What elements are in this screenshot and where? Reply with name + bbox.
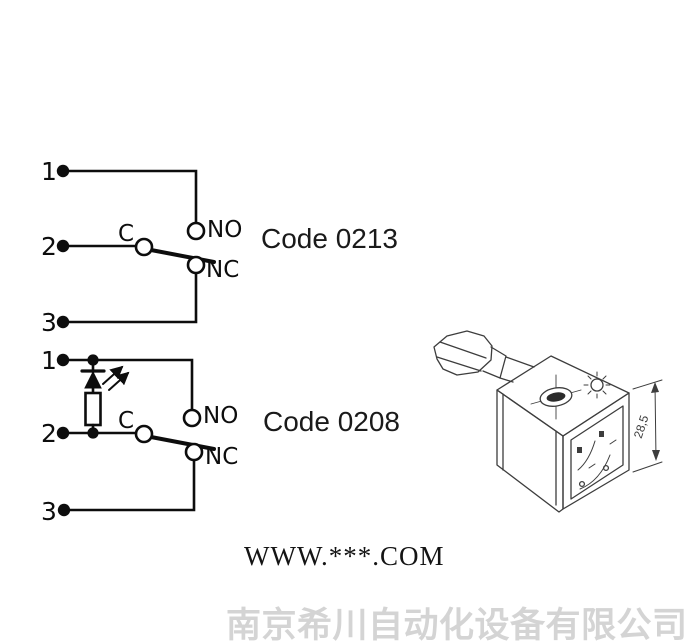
terminal3-dot [57, 503, 71, 517]
indicator-circle [590, 378, 604, 392]
no-contact-circle [182, 408, 202, 428]
indicator-rays [583, 371, 611, 399]
nc-label: NC [206, 257, 239, 283]
no-label: NO [203, 403, 238, 429]
contact-point-1 [578, 480, 586, 488]
indicator-symbol [583, 371, 611, 399]
code-0208-label: Code 0208 [263, 406, 400, 437]
c-label: C [118, 221, 134, 247]
terminal1-dot [56, 164, 70, 178]
led-light-arrow-1 [102, 365, 124, 385]
terminal-screw-2 [599, 431, 604, 437]
screw-slot [546, 392, 566, 402]
c-contact-circle [134, 237, 154, 257]
switch-blade [149, 248, 216, 264]
terminal-screw-1 [577, 447, 582, 453]
cable-gland [433, 330, 535, 383]
resistor-body [84, 391, 102, 427]
body-right-face [562, 392, 630, 510]
wire-terminal1-to-no [61, 358, 194, 412]
contact-wire-2 [577, 440, 596, 471]
connector-body [496, 355, 630, 513]
nc-label: NC [205, 444, 238, 470]
terminal3-label: 3 [41, 497, 57, 526]
contact-wire-1 [579, 454, 611, 490]
led-triangle [84, 370, 102, 389]
body-left-face [496, 389, 564, 513]
watermark-url: WWW.***.COM [244, 541, 445, 571]
led-light-arrow-2 [108, 371, 130, 391]
circuit-code-0208: 1 2 3 C NO NC [41, 346, 238, 526]
dimension-arrow-bottom [652, 450, 660, 461]
dimension-line [654, 383, 657, 460]
terminal3-label: 3 [41, 308, 57, 337]
terminal1-dot [56, 353, 70, 367]
c-contact-circle [134, 424, 154, 444]
wire-terminal1-to-no [61, 169, 198, 225]
dimension-arrow-top [651, 382, 659, 393]
contact-tick-1 [588, 463, 596, 469]
contact-tick-2 [609, 439, 617, 445]
contact-panel [570, 405, 624, 500]
panel-outline [570, 405, 624, 500]
gland-neck-top [505, 356, 535, 368]
gland-facet-2 [436, 356, 482, 372]
switch-blade [149, 435, 216, 451]
connector-drawing: 28,5 [433, 330, 663, 513]
code-0213-label: Code 0213 [261, 223, 398, 254]
terminal2-label: 2 [41, 232, 57, 261]
terminal1-label: 1 [41, 157, 57, 186]
gland-outline [433, 330, 493, 376]
extension-line-top [632, 379, 663, 390]
c-label: C [118, 408, 134, 434]
no-label: NO [207, 217, 242, 243]
circuit-code-0213: 1 2 3 C NO NC [41, 157, 242, 337]
dimension-label: 28,5 [631, 413, 652, 440]
dimension-annotation: 28,5 [631, 379, 663, 473]
junction-dot-top [87, 354, 99, 366]
terminal1-label: 1 [41, 346, 57, 375]
fixing-screw [530, 374, 582, 420]
gland-collar [482, 346, 507, 379]
terminal2-dot [56, 239, 70, 253]
wire-nc-to-terminal3 [62, 458, 196, 512]
watermark-company-name: 南京希川自动化设备有限公司 [226, 606, 688, 644]
nc-contact-circle [184, 442, 204, 462]
gland-facet-1 [439, 341, 487, 359]
contact-point-2 [602, 464, 610, 472]
extension-line-bottom [632, 461, 663, 473]
terminal2-dot [56, 426, 70, 440]
wire-nc-to-terminal3 [61, 271, 198, 324]
terminal3-dot [56, 315, 70, 329]
terminal2-label: 2 [41, 419, 57, 448]
nc-contact-circle [186, 255, 206, 275]
no-contact-circle [186, 221, 206, 241]
junction-dot-bottom [87, 427, 99, 439]
